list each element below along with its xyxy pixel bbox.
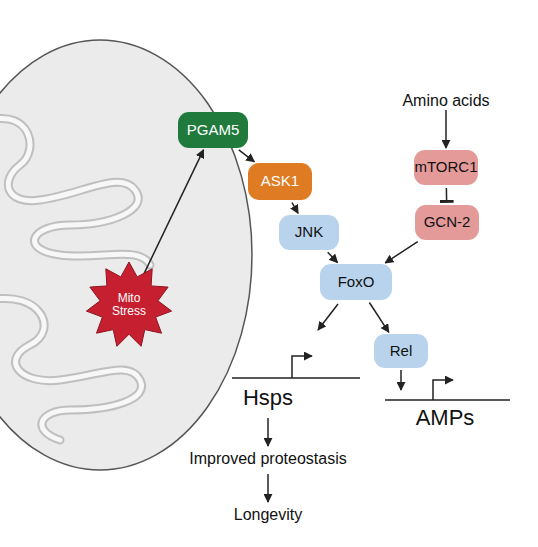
- input-label: Amino acids: [386, 92, 506, 110]
- mitochondrion: [0, 40, 252, 470]
- protein-box: JNK: [279, 215, 339, 250]
- activation-arrow: [445, 110, 447, 148]
- activation-edge: [328, 252, 338, 262]
- activation-edge: [239, 150, 255, 162]
- protein-box: mTORC1: [414, 150, 478, 185]
- gene-label: AMPs: [400, 406, 490, 430]
- gene-line: [385, 399, 510, 401]
- protein-box: FoxO: [320, 264, 392, 300]
- activation-edge: [292, 203, 298, 214]
- node-label: Rel: [390, 343, 413, 360]
- node-label: FoxO: [338, 274, 375, 291]
- gene-label: Hsps: [228, 386, 308, 410]
- protein-box: Rel: [374, 334, 428, 368]
- protein-box: PGAM5: [178, 112, 248, 148]
- protein-box: GCN-2: [415, 205, 479, 240]
- gene-line: [232, 377, 360, 379]
- activation-edge: [143, 150, 203, 276]
- node-label: PGAM5: [187, 122, 240, 139]
- activation-arrow: [400, 370, 402, 390]
- activation-arrow: [318, 304, 338, 330]
- node-label: mTORC1: [414, 159, 477, 176]
- promoter-arrow: [292, 356, 312, 378]
- inhibition-edge: [446, 188, 448, 202]
- node-label: Mito Stress: [107, 292, 151, 318]
- activation-edge: [369, 303, 388, 333]
- activation-edge: [385, 242, 418, 263]
- node-label: GCN-2: [424, 214, 471, 231]
- outcome-label: Improved proteostasis: [158, 450, 378, 468]
- node-label: ASK1: [261, 173, 299, 190]
- node-label: JNK: [295, 224, 323, 241]
- flow-arrow: [267, 418, 269, 446]
- flow-arrow: [267, 474, 269, 502]
- stress-star: Mito Stress: [86, 262, 172, 348]
- protein-box: ASK1: [248, 163, 312, 200]
- star-outline: [86, 262, 171, 346]
- promoter-arrow: [433, 380, 453, 400]
- outcome-label: Longevity: [198, 506, 338, 524]
